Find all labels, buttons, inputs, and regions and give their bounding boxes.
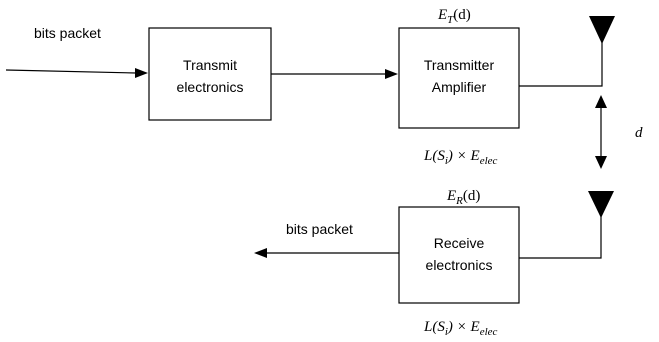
transmitter-amplifier-label-line2: Amplifier	[432, 79, 487, 95]
distance-arrowhead-down	[595, 156, 607, 169]
receive-electronics-label-line2: electronics	[426, 257, 493, 273]
output-bits-packet-label: bits packet	[286, 221, 353, 237]
input-arrow	[5, 69, 137, 74]
input-bits-packet-label: bits packet	[34, 25, 101, 41]
transmit-electronics-label-line1: Transmit	[183, 57, 237, 73]
transmit-electronics-label-line2: electronics	[177, 79, 244, 95]
tx-to-amplifier-arrowhead	[385, 69, 398, 79]
rx-antenna-feed	[519, 205, 602, 259]
tx-antenna-feed	[519, 26, 603, 87]
receive-electronics-block	[398, 206, 520, 304]
tx-elec-cost-label: L(Si) × Eelec	[423, 148, 498, 167]
rx-energy-label: ER(d)	[446, 188, 480, 207]
rx-elec-cost-label: L(Si) × Eelec	[423, 319, 498, 338]
input-arrowhead	[135, 68, 148, 78]
tx-energy-label: ET(d)	[437, 7, 471, 26]
transmitter-amplifier-block	[398, 27, 520, 129]
transmitter-amplifier-label-line1: Transmitter	[424, 57, 495, 73]
distance-label: d	[635, 125, 643, 141]
tx-antenna-icon	[589, 16, 615, 44]
output-arrowhead	[254, 248, 267, 258]
transmit-electronics-block	[148, 27, 272, 121]
rx-antenna-icon	[588, 191, 614, 218]
distance-arrowhead-up	[595, 95, 607, 108]
receive-electronics-label-line1: Receive	[434, 235, 485, 251]
